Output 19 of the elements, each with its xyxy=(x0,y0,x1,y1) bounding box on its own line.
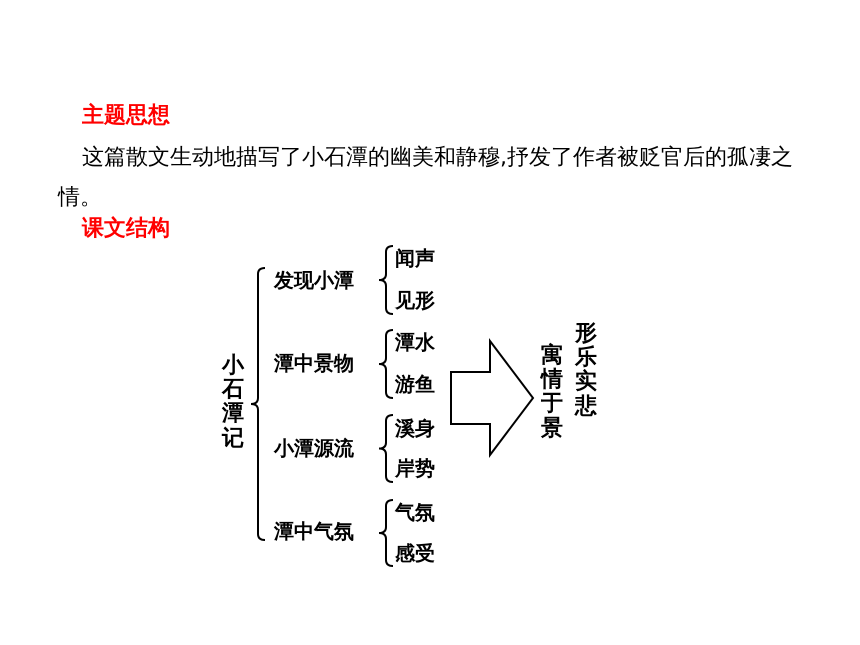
node-text: 形乐实悲 xyxy=(575,322,597,419)
section-heading: 主题思想 xyxy=(82,102,171,130)
node-text: 感受 xyxy=(395,540,435,566)
node-text: 溪身 xyxy=(395,415,435,441)
paragraph: 这篇散文生动地描写了小石潭的幽美和静穆,抒发了作者被贬官后的孤凄之情。 xyxy=(58,144,794,212)
node-text: 闻声 xyxy=(395,245,435,271)
node-text: 潭水 xyxy=(395,329,435,355)
block-arrow xyxy=(450,338,534,458)
node-text: 气氛 xyxy=(395,499,435,525)
node-text: 小潭源流 xyxy=(274,435,354,461)
node-text: 潭中气氛 xyxy=(274,518,354,544)
node-text: 岸势 xyxy=(395,455,435,481)
node-text: 潭中景物 xyxy=(274,350,354,376)
node-text: 寓情于景 xyxy=(541,344,563,441)
section-heading: 课文结构 xyxy=(82,215,171,243)
node-text: 小石潭记 xyxy=(222,354,244,451)
node-text: 见形 xyxy=(395,287,435,313)
node-text: 游鱼 xyxy=(395,371,435,397)
node-text: 发现小潭 xyxy=(274,267,354,293)
